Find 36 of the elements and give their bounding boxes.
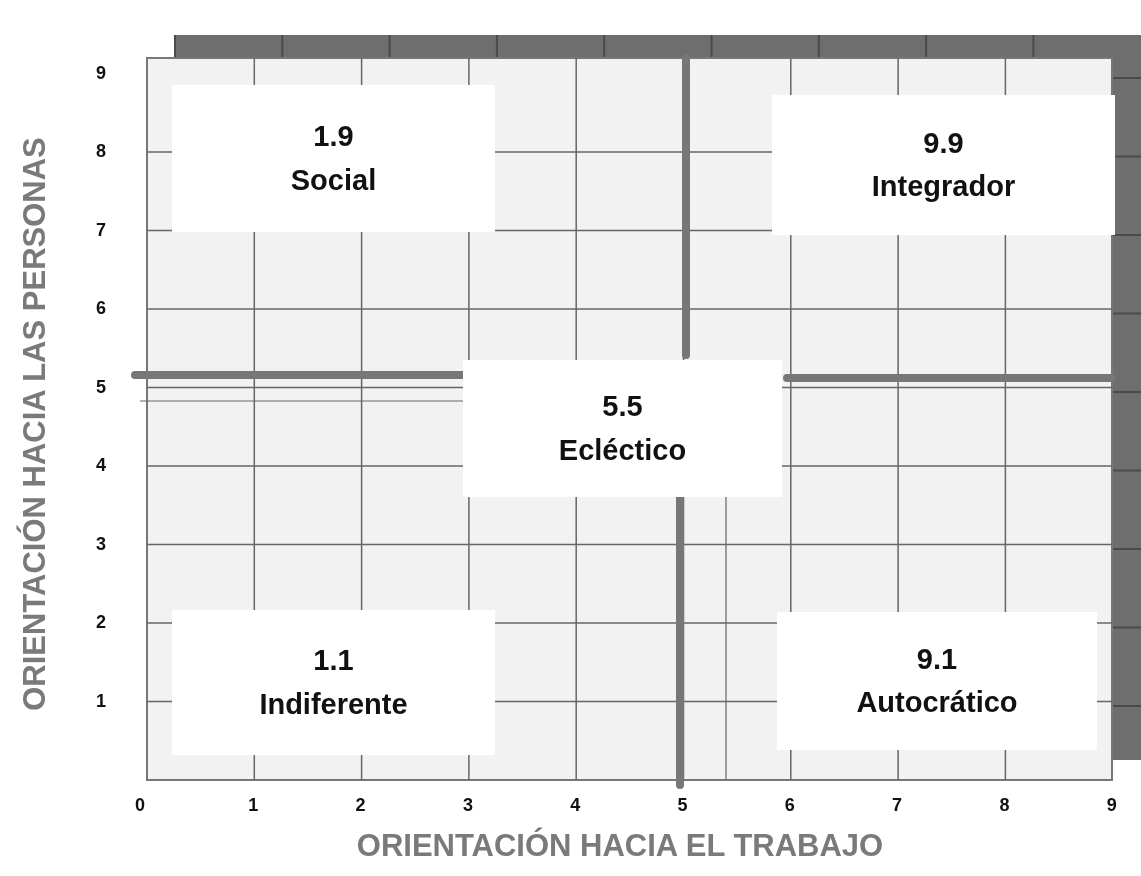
tick-label: 7 [96,219,106,241]
grid-score: 9.9 [923,125,964,161]
tick-label: 8 [96,141,106,162]
axis-title: ORIENTACIÓN HACIA LAS PERSONAS [17,137,53,711]
tick-label: 3 [462,795,473,816]
tick-label: 9 [1106,795,1117,816]
tick-label: 0 [135,795,145,816]
tick-label: 7 [892,795,903,816]
tick-label: 4 [96,455,106,476]
style-name: Ecléctico [558,432,687,468]
tick-label: 1 [248,795,259,816]
tick-label: 9 [96,62,106,84]
tick-label: 4 [570,795,581,816]
tick-label: 6 [784,795,795,816]
style-name: Autocrático [856,685,1018,720]
tick-label: 6 [96,298,106,319]
style-box [172,610,495,755]
tick-label: 5 [96,376,106,398]
style-name: Social [290,162,377,198]
style-name: Integrador [871,169,1016,204]
style-box [172,85,495,232]
tick-label: 5 [677,795,688,816]
grid-score: 1.1 [313,643,354,678]
tick-label: 3 [96,533,106,555]
style-box [777,612,1097,750]
grid-score: 5.5 [602,389,643,424]
tick-label: 2 [96,612,106,633]
grid-score: 9.1 [916,641,958,677]
tick-label: 8 [999,795,1010,816]
style-name: Indiferente [259,686,408,722]
tick-label: 2 [355,795,366,816]
axis-title: ORIENTACIÓN HACIA EL TRABAJO [356,828,884,864]
tick-label: 1 [96,690,106,712]
grid-score: 1.9 [313,119,354,154]
style-box [463,360,782,497]
style-box [772,95,1115,235]
